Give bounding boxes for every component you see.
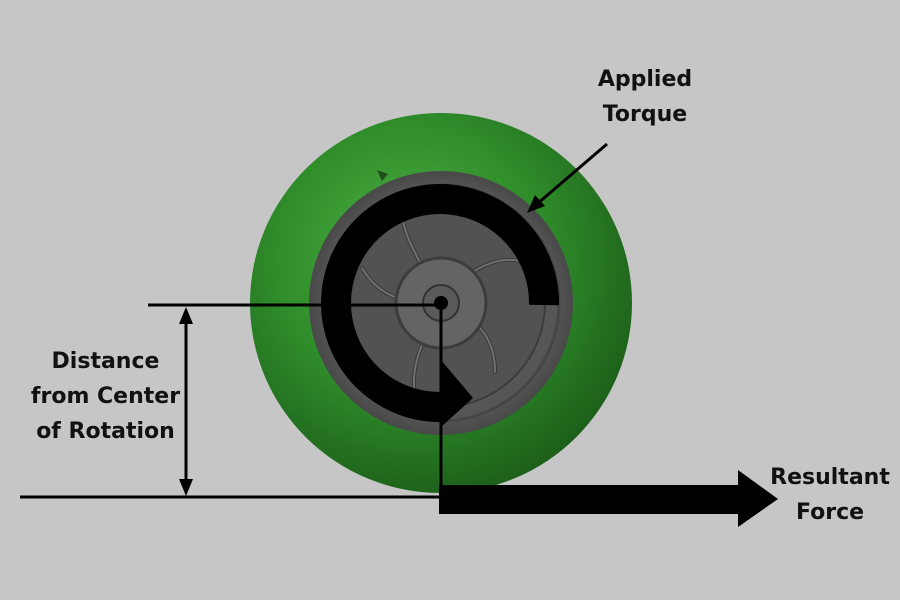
applied-torque-label-line-1: Applied bbox=[597, 67, 693, 92]
distance-arrowhead-bottom bbox=[179, 479, 193, 496]
distance-label-line-2: from Center bbox=[30, 384, 181, 409]
torque-arrowhead bbox=[441, 360, 473, 427]
resultant-force-label-line-2: Force bbox=[795, 500, 865, 525]
torque-pointer-line bbox=[536, 142, 608, 206]
resultant-force-shaft bbox=[439, 485, 745, 514]
resultant-force-label: Resultant Force bbox=[755, 460, 900, 530]
applied-torque-label: Applied Torque bbox=[565, 62, 725, 132]
distance-label-line-1: Distance bbox=[51, 349, 160, 374]
torque-pointer-arrowhead bbox=[527, 195, 545, 213]
applied-torque-label-line-2: Torque bbox=[602, 102, 688, 127]
distance-arrowhead-top bbox=[179, 307, 193, 324]
resultant-force-arrowhead bbox=[738, 470, 778, 527]
tread-marker bbox=[377, 170, 388, 181]
torque-arc-arrow bbox=[321, 184, 560, 423]
center-of-rotation-dot bbox=[434, 296, 448, 310]
distance-label-line-3: of Rotation bbox=[36, 419, 175, 444]
distance-label: Distance from Center of Rotation bbox=[18, 344, 193, 449]
resultant-force-label-line-1: Resultant bbox=[770, 465, 890, 490]
